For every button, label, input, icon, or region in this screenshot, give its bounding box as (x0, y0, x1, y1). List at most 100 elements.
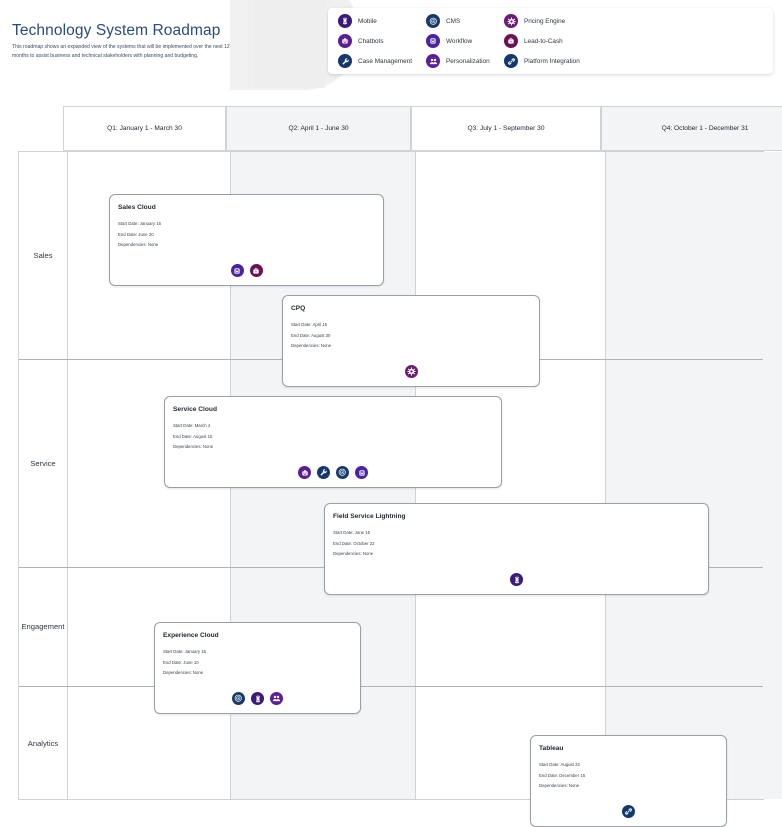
card-start-date: Start Date: January 15 (118, 221, 161, 226)
card-end-date: End Date: December 15 (539, 772, 586, 778)
workflow-icon[interactable] (355, 466, 368, 479)
card-system-icons (283, 365, 539, 378)
card-system-icons (531, 805, 726, 818)
legend-item-platform_integration[interactable]: Platform Integration (504, 54, 624, 68)
legend-item-label: Personalization (446, 57, 490, 65)
legend-item-label: Chatbots (358, 37, 384, 45)
briefcase-icon[interactable] (249, 264, 263, 277)
legend-item-label: Workflow (446, 37, 473, 45)
quarter-header-label: Q2: April 1 - June 30 (288, 125, 349, 132)
card-end-date: End Date: October 22 (333, 540, 375, 546)
quarter-header-label: Q3: July 1 - September 30 (467, 125, 545, 132)
link-icon[interactable] (622, 805, 635, 818)
legend-item-case_management[interactable]: Case Management (338, 54, 426, 68)
card-metadata: Start Date: August 22 End Date: December … (539, 760, 585, 792)
row-label-text: Engagement (21, 622, 65, 631)
card-start-date: Start Date: August 22 (539, 762, 580, 767)
legend-item-label: Lead-to-Cash (524, 37, 563, 45)
briefcase-icon (504, 34, 518, 48)
grid-horizontal-line-2 (19, 686, 763, 687)
card-title: Sales Cloud (118, 204, 156, 211)
legend-item-label: CMS (446, 17, 461, 25)
mobile-icon[interactable] (251, 692, 264, 705)
quarter-header-label: Q1: January 1 - March 30 (107, 125, 182, 132)
quarter-header-q1: Q1: January 1 - March 30 (63, 106, 226, 151)
card-dependencies: Dependencies: None (291, 343, 332, 349)
legend-item-mobile[interactable]: Mobile (338, 14, 426, 28)
legend-item-chatbots[interactable]: Chatbots (338, 34, 426, 48)
card-title: Tableau (539, 745, 564, 752)
row-label-text: Sales (33, 251, 53, 260)
card-start-date: Start Date: March 4 (173, 423, 211, 428)
card-end-date: End Date: August 15 (173, 433, 213, 439)
card-title: Field Service Lightning (333, 513, 406, 520)
gear-icon (504, 14, 518, 28)
row-label-text: Analytics (27, 739, 59, 748)
legend-item-pricing_engine[interactable]: Pricing Engine (504, 14, 624, 28)
quarter-header-label: Q4: October 1 - December 31 (661, 125, 749, 132)
card-metadata: Start Date: June 15 End Date: October 22 D… (333, 528, 375, 560)
row-label-engagement: Engagement (19, 567, 67, 686)
card-metadata: Start Date: January 15 End Date: June 10 D… (163, 647, 206, 679)
card-title: Experience Cloud (163, 632, 219, 639)
workflow-icon (426, 34, 440, 48)
chatbot-icon[interactable] (298, 466, 311, 479)
quarter-header-row: Q1: January 1 - March 30 Q2: April 1 - Ju… (63, 106, 782, 151)
card-system-icons (155, 692, 360, 705)
grid-vertical-line-0 (67, 152, 68, 799)
legend-item-label: Platform Integration (524, 57, 580, 65)
chatbot-icon (338, 34, 352, 48)
wrench-icon[interactable] (317, 466, 330, 479)
legend-item-personalization[interactable]: Personalization (426, 54, 504, 68)
cms-icon (426, 14, 440, 28)
quarter-header-q2: Q2: April 1 - June 30 (226, 106, 411, 151)
legend-item-label: Pricing Engine (524, 17, 566, 25)
row-label-text: Service (30, 458, 56, 468)
card-system-icons (110, 264, 383, 277)
card-dependencies: Dependencies: None (118, 242, 159, 248)
card-start-date: Start Date: January 15 (163, 649, 206, 654)
quarter-header-q3: Q3: July 1 - September 30 (411, 106, 601, 151)
legend-item-lead_to_cash[interactable]: Lead-to-Cash (504, 34, 624, 48)
cms-icon[interactable] (336, 466, 349, 479)
workflow-icon[interactable] (230, 264, 244, 277)
legend-item-label: Mobile (358, 17, 377, 25)
link-icon (504, 54, 518, 68)
cms-icon[interactable] (232, 692, 245, 705)
card-dependencies: Dependencies: None (173, 444, 214, 450)
card-title: CPQ (291, 305, 306, 312)
row-label-service: Service (19, 359, 67, 567)
card-dependencies: Dependencies: None (539, 783, 580, 789)
roadmap-grid: Q1: January 1 - March 30 Q2: April 1 - Ju… (18, 106, 782, 827)
legend-item-workflow[interactable]: Workflow (426, 34, 504, 48)
card-start-date: Start Date: April 15 (291, 322, 328, 327)
gear-icon[interactable] (404, 365, 418, 378)
mobile-icon[interactable] (510, 573, 523, 586)
card-end-date: End Date: June 20 (118, 231, 154, 237)
card-dependencies: Dependencies: None (163, 670, 204, 676)
people-icon[interactable] (270, 692, 283, 705)
card-title: Service Cloud (173, 406, 217, 413)
quarter-header-q4: Q4: October 1 - December 31 (601, 106, 782, 151)
card-start-date: Start Date: June 15 (333, 530, 371, 535)
card-system-icons (165, 466, 501, 479)
wrench-icon (338, 54, 352, 68)
column-band-q4 (605, 152, 782, 799)
card-end-date: End Date: June 10 (163, 659, 199, 665)
legend-item-cms[interactable]: CMS (426, 14, 504, 28)
row-label-analytics: Analytics (19, 686, 67, 801)
card-metadata: Start Date: March 4 End Date: August 15 De… (173, 421, 213, 453)
card-dependencies: Dependencies: None (333, 551, 374, 557)
